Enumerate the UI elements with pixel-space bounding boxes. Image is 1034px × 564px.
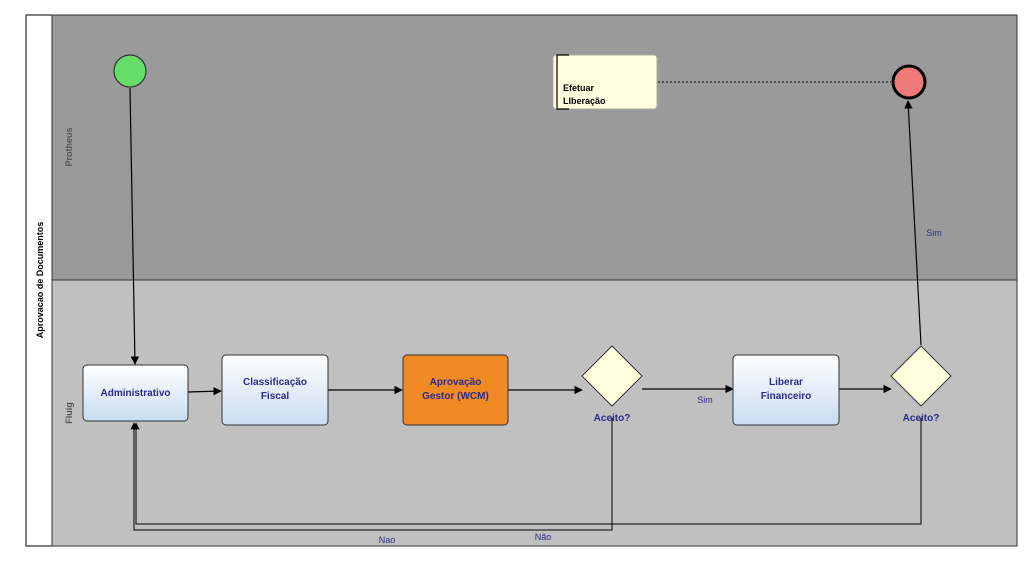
task-aprovacao-line-1: Aprovação [430, 377, 482, 388]
pool-label: Aprovacao de Documentos [35, 222, 45, 339]
task-liberar-financeiro[interactable]: Liberar Financeiro [732, 354, 840, 426]
lane-fluig [51, 279, 1018, 547]
flow-gateway2-to-end [904, 100, 922, 346]
task-liberar-line-1: Liberar [769, 377, 803, 388]
start-event[interactable] [113, 54, 147, 88]
flow-start-to-administrativo [129, 87, 140, 365]
flow-label-sim-lower: Sim [697, 395, 713, 405]
task-aprovacao-gestor[interactable]: Aprovação Gestor (WCM) [402, 354, 509, 426]
task-classificacao-line-2: Fiscal [261, 391, 290, 402]
lane-label-protheus: Protheus [64, 127, 74, 166]
task-administrativo[interactable]: Administrativo [82, 364, 189, 422]
flow-administrativo-to-classificacao [187, 387, 222, 396]
annotation-line-1: Efetuar [563, 83, 595, 93]
gateway-aceito-1-label: Aceito? [594, 413, 631, 424]
lane-protheus [51, 14, 1018, 281]
task-classificacao-fiscal[interactable]: Classificação Fiscal [221, 354, 329, 426]
flow-label-nao-accent: Não [535, 532, 552, 542]
flow-gateway1-nao [130, 418, 613, 531]
flow-gateway2-nao [132, 418, 922, 525]
task-classificacao-line-1: Classificação [243, 377, 307, 388]
gateway-aceito-1[interactable]: Aceito? [581, 345, 643, 424]
annotation-efetuar-liberacao[interactable]: Efetuar LIberação [552, 54, 658, 110]
annotation-line-2: LIberação [563, 96, 606, 106]
flow-label-nao: Nao [379, 535, 396, 545]
lane-label-fluig: Fluig [64, 402, 74, 424]
gateway-aceito-2[interactable]: Aceito? [890, 345, 952, 424]
flow-label-sim-upper: Sim [926, 228, 942, 238]
pool-header [25, 14, 53, 547]
task-aprovacao-line-2: Gestor (WCM) [422, 391, 489, 402]
task-liberar-line-2: Financeiro [761, 391, 812, 402]
end-event[interactable] [891, 64, 927, 100]
task-administrativo-label: Administrativo [100, 388, 170, 399]
gateway-aceito-2-label: Aceito? [903, 413, 940, 424]
